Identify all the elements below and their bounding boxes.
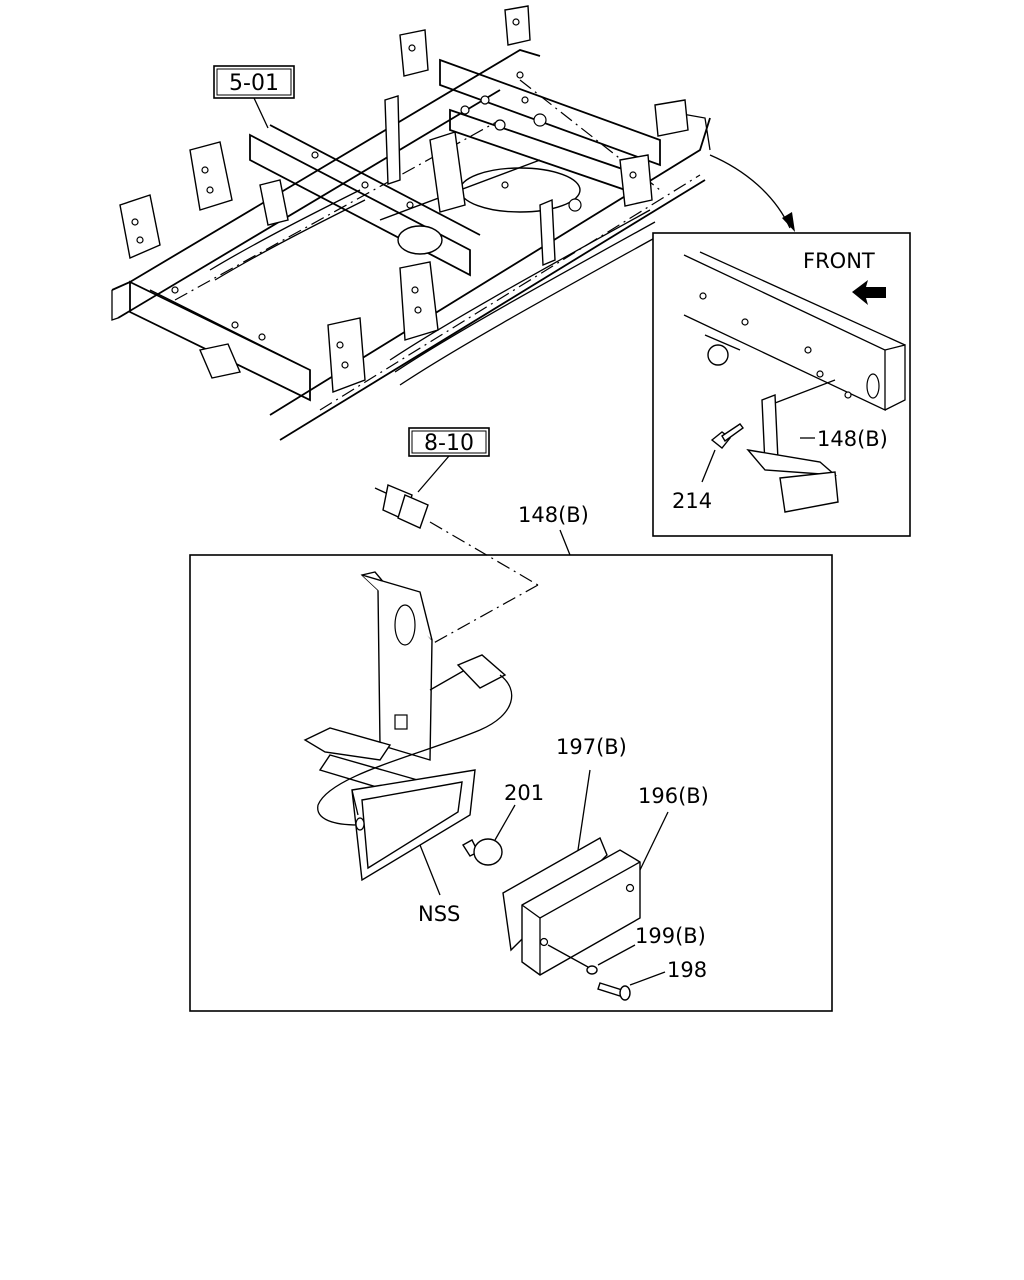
- lamp-assembly: 148(B) NSS 201 197(B): [189, 503, 833, 1012]
- washer-icon: [586, 965, 598, 975]
- detail-arrow: [709, 154, 795, 232]
- gasket-label: 197(B): [556, 735, 627, 759]
- bulb-icon: [462, 838, 503, 866]
- washer-label: 199(B): [635, 924, 706, 948]
- housing-label: NSS: [418, 902, 460, 926]
- front-arrow-icon: [852, 280, 886, 305]
- assembly-label: 148(B): [518, 503, 589, 527]
- bolt-label: 214: [672, 489, 712, 513]
- ref-label-frame: 5-01: [229, 71, 279, 96]
- lens-label: 196(B): [638, 784, 709, 808]
- inset-bracket-label: 148(B): [817, 427, 888, 451]
- ref-label-harness: 8-10: [424, 431, 474, 456]
- inset-detail: FRONT 214 148(B): [652, 232, 911, 537]
- front-label: FRONT: [803, 249, 875, 273]
- chassis-frame-drawing: [111, 5, 711, 441]
- harness-connector: 8-10: [374, 427, 539, 646]
- screw-icon: [597, 982, 631, 1001]
- screw-label: 198: [667, 958, 707, 982]
- ref-box-frame: 5-01: [213, 65, 295, 129]
- bulb-label: 201: [504, 781, 544, 805]
- assembly-frame: [189, 554, 833, 1012]
